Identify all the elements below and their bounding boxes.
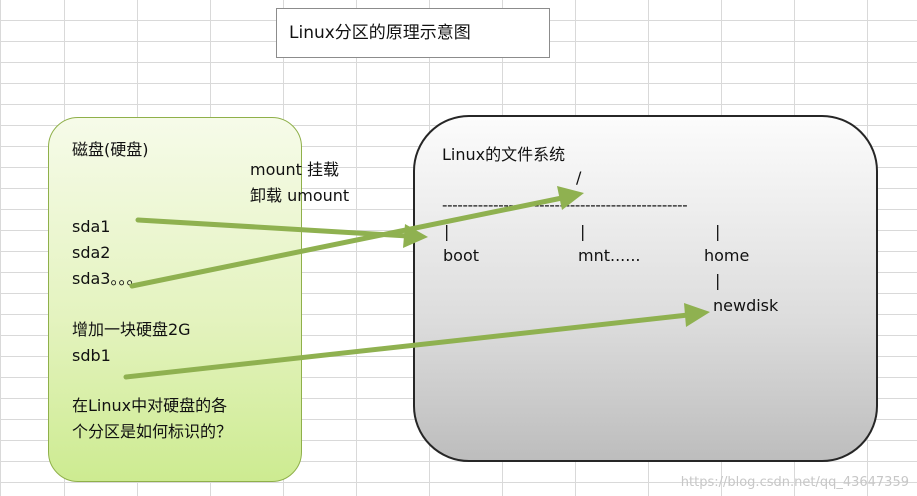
tree-pipe: | — [444, 222, 450, 241]
question-line-1: 在Linux中对硬盘的各 — [72, 396, 228, 415]
grid-column-line — [356, 0, 357, 496]
arrowhead-newdisk — [684, 303, 710, 327]
filesystem-box[interactable] — [413, 115, 878, 462]
disk-box[interactable] — [48, 117, 302, 482]
arrowhead-root — [557, 186, 584, 210]
arrow-sdb1-to-newdisk — [123, 312, 691, 380]
add-disk-label: 增加一块硬盘2G — [72, 320, 191, 339]
arrowhead-boot — [403, 224, 428, 248]
disk-heading: 磁盘(硬盘) — [72, 140, 149, 159]
dir-boot[interactable]: boot — [443, 246, 480, 265]
tree-pipe: | — [580, 222, 586, 241]
partition-sdb1: sdb1 — [72, 346, 111, 365]
grid-column-line — [0, 0, 1, 496]
mount-label: mount 挂载 — [250, 160, 340, 179]
diagram-title[interactable]: Linux分区的原理示意图 — [276, 8, 550, 58]
arrow-sda3-to-root — [129, 195, 565, 289]
partition-sda3: sda3。。。 — [72, 269, 143, 288]
root-dir: / — [576, 168, 582, 187]
dir-mnt[interactable]: mnt...... — [578, 246, 641, 265]
question-line-2: 个分区是如何标识的？ — [72, 422, 233, 441]
fs-heading: Linux的文件系统 — [442, 145, 566, 164]
dir-newdisk[interactable]: newdisk — [713, 296, 779, 315]
dir-home[interactable]: home — [704, 246, 750, 265]
tree-pipe: | — [715, 271, 721, 290]
arrow-sda1-to-boot — [135, 217, 411, 239]
umount-label: 卸载 umount — [250, 186, 350, 205]
partition-sda2: sda2 — [72, 243, 111, 262]
partition-sda1: sda1 — [72, 217, 111, 236]
watermark: https://blog.csdn.net/qq_43647359 — [680, 475, 909, 490]
tree-pipe: | — [715, 222, 721, 241]
